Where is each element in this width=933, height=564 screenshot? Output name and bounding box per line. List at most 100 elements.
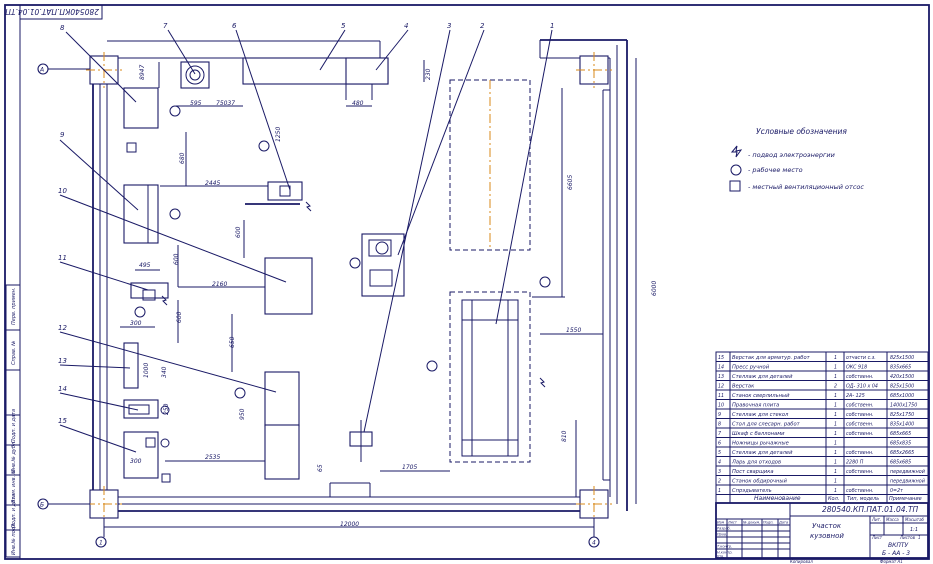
spec-cell-name: Правочная плита — [732, 403, 779, 409]
spec-cell-note: 685х1000 — [890, 393, 914, 399]
title-copied: Копировал — [790, 559, 813, 564]
dim-600c: 600 — [176, 311, 183, 323]
spec-cell-name: Стол для слесарн. работ — [732, 422, 801, 428]
spec-cell-model: собственн. — [846, 488, 874, 494]
callout-leaders — [59, 29, 553, 453]
title-col-doc: № докум. — [742, 521, 760, 525]
workplace-3 — [426, 360, 438, 372]
spec-cell-model: ОКС 918 — [846, 365, 867, 371]
title-col-sheet: Лист — [727, 521, 738, 525]
walls — [92, 39, 628, 512]
spec-cell-name: Станок обдирочный — [732, 479, 788, 485]
dim-230: 230 — [425, 68, 432, 80]
title-sheets-val: 1 — [918, 535, 921, 540]
callout-4: 4 — [404, 22, 408, 30]
title-row-3: Т.контр. — [717, 545, 732, 549]
callout-12: 12 — [58, 324, 67, 332]
dim-2445: 2445 — [205, 180, 220, 187]
dim-6000: 6000 — [651, 281, 658, 296]
side-stamp-text-3: Инв.№ дубл. — [11, 440, 17, 473]
spec-cell-name: Стеллаж для деталей — [732, 450, 793, 456]
title-sheets: Листов — [899, 535, 916, 540]
inner-frame — [19, 4, 930, 560]
spec-cell-qty: 1 — [834, 441, 837, 447]
spec-cell-n: 7 — [718, 431, 721, 437]
spec-cell-note: 685х2665 — [890, 450, 914, 456]
spec-cell-n: 6 — [718, 441, 721, 447]
spec-cell-model: собственн. — [846, 431, 874, 437]
axis-B: Б — [37, 498, 90, 510]
workplace-8 — [169, 105, 181, 117]
dim-6605: 6605 — [567, 175, 574, 190]
spec-cell-name: Станок сверлильный — [732, 393, 790, 399]
workplace-9 — [169, 208, 181, 220]
spec-cell-name: Спрэдыватель — [732, 488, 772, 494]
side-stamp-text-1: Подп. и дата — [11, 494, 17, 528]
callout-15: 15 — [58, 417, 67, 425]
axis-B-label: Б — [40, 502, 44, 509]
workplace-14 — [160, 405, 170, 415]
cylinder-icon — [185, 65, 205, 85]
legend-title: Условные обозначения — [756, 127, 847, 136]
callout-13: 13 — [58, 357, 67, 365]
title-name-2: кузовной — [810, 532, 844, 540]
axis-4: 4 — [588, 518, 600, 548]
title-row-4: Н.контр. — [717, 551, 733, 555]
title-row-2: Пров. — [717, 533, 727, 537]
spec-cell-note: 835х1400 — [890, 422, 914, 428]
spec-cell-note: 825х1750 — [890, 412, 914, 418]
dim-680: 680 — [179, 152, 186, 164]
spec-cell-qty: 1 — [834, 412, 837, 418]
legend-item-ventilation: - местный вентиляционный отсос — [748, 183, 864, 191]
spec-cell-name: Ножницы рычажные — [732, 441, 789, 447]
axis-4-label: 4 — [592, 540, 596, 547]
column-bottom-left — [86, 486, 122, 522]
legend-item-power: - подвод электроэнергии — [748, 151, 835, 159]
spec-cell-n: 1 — [718, 488, 721, 494]
side-stamp-text-2: Взам. инв. № — [11, 469, 17, 503]
spec-cell-qty: 1 — [834, 460, 837, 466]
ventilation-box-15 — [161, 473, 171, 483]
spec-cell-name: Пресс ручной — [732, 365, 770, 371]
spec-cell-model: ОД- 310 х 04 — [846, 384, 878, 390]
column-bottom-right — [576, 486, 612, 522]
spec-cell-qty: 1 — [834, 355, 837, 361]
power-mark-11 — [161, 295, 168, 306]
spec-cell-qty: 1 — [834, 422, 837, 428]
callout-5: 5 — [341, 22, 346, 30]
spec-cell-model: собственн. — [846, 412, 874, 418]
ventilation-icon — [729, 180, 741, 192]
spec-cell-note: передвижной — [890, 469, 925, 475]
spec-cell-n: 11 — [718, 393, 724, 399]
spec-header-note: Примечание — [889, 496, 922, 502]
dim-495: 495 — [139, 262, 151, 269]
spec-cell-n: 5 — [718, 450, 721, 456]
spec-cell-n: 4 — [718, 460, 721, 466]
dim-250: 250 — [163, 403, 170, 415]
callout-9: 9 — [60, 131, 65, 139]
dim-600b: 600 — [173, 253, 180, 265]
title-block: 280540.КП.ПАТ.01.04.ТП Участок кузовной … — [715, 502, 929, 564]
spec-cell-name: Верстак для арматур. работ — [732, 355, 811, 361]
callout-11: 11 — [58, 254, 67, 262]
equipment-9-glass-rack — [123, 184, 159, 244]
ventilation-box-8 — [126, 142, 137, 153]
spec-cell-note: передвижной — [890, 479, 925, 485]
spec-cell-qty: 1 — [834, 469, 837, 475]
spec-cell-name: Шкаф с баллонами — [732, 431, 785, 437]
power-mark-lift — [539, 377, 546, 388]
spec-cell-n: 8 — [718, 422, 721, 428]
workplace-1 — [539, 276, 551, 288]
equipment-8-table — [123, 87, 159, 129]
title-col-date: Дата — [778, 521, 788, 525]
spec-cell-qty: 1 — [834, 374, 837, 380]
spec-cell-qty: 1 — [834, 393, 837, 399]
spec-cell-note: 835х665 — [890, 365, 911, 371]
spec-cell-name: Верстак — [732, 384, 755, 390]
spec-cell-n: 2 — [718, 479, 721, 485]
spec-cell-n: 13 — [718, 374, 724, 380]
title-col-sign: Подп. — [763, 521, 774, 525]
spec-cell-qty: 2 — [834, 384, 837, 390]
